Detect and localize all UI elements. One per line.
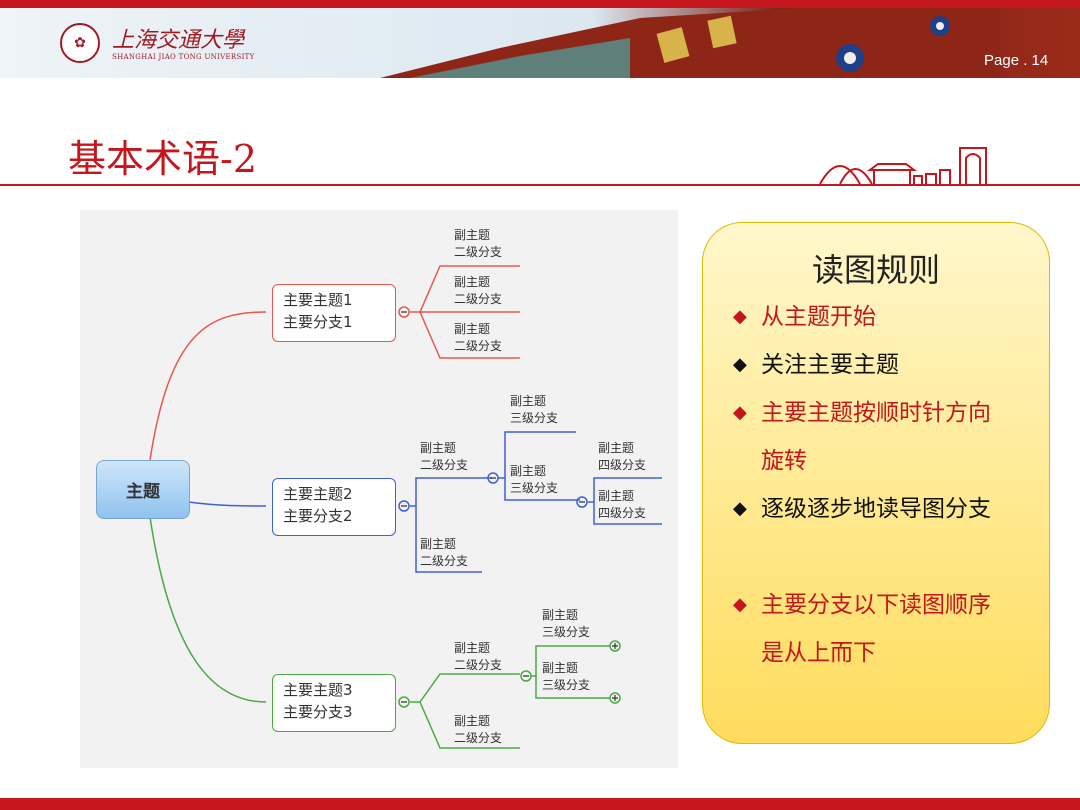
mindmap-diagram: 主题 主要主题1 主要分支1 主要主题2 主要分支2 主要主题3 主要分支3 副… xyxy=(80,210,678,768)
subtopic-node: 副主题 二级分支 xyxy=(454,641,503,672)
subtopic-node: 副主题 三级分支 xyxy=(510,394,559,425)
subtopic-node: 副主题 二级分支 xyxy=(420,441,469,472)
connectors-branch3 xyxy=(398,640,621,749)
connectors-branch1 xyxy=(398,265,520,359)
subtopic-node: 副主题 二级分支 xyxy=(454,228,503,259)
branch2-node: 主要主题2 主要分支2 xyxy=(272,478,396,536)
connector-root-branch1 xyxy=(149,311,267,461)
rule-item: ◆ 主要主题按顺时针方向旋转 xyxy=(733,389,1011,485)
top-accent-bar xyxy=(0,0,1080,8)
page-number: Page . 14 xyxy=(984,52,1049,69)
diamond-bullet-icon: ◆ xyxy=(733,354,747,375)
branch1-node: 主要主题1 主要分支1 xyxy=(272,284,396,342)
rule-item: ◆ 关注主要主题 xyxy=(733,341,1011,389)
campus-skyline-icon xyxy=(819,147,987,185)
diamond-bullet-icon: ◆ xyxy=(733,402,747,423)
subtopic-node: 副主题 四级分支 xyxy=(598,489,647,520)
root-topic-node: 主题 xyxy=(96,460,190,519)
rule-text: 主要主题按顺时针方向旋转 xyxy=(761,400,991,474)
slide-title: 基本术语-2 xyxy=(68,137,258,181)
rule-item: ◆ 逐级逐步地读导图分支 xyxy=(733,485,1011,533)
header-banner: ✿ 上海交通大學 SHANGHAI JIAO TONG UNIVERSITY P… xyxy=(0,8,1080,78)
university-name-cn: 上海交通大學 xyxy=(112,28,245,53)
university-name-en: SHANGHAI JIAO TONG UNIVERSITY xyxy=(112,53,255,61)
branch1-sub: 主要分支1 xyxy=(283,313,353,331)
diamond-bullet-icon: ◆ xyxy=(733,594,747,615)
connector-root-branch3 xyxy=(149,516,267,703)
title-underline xyxy=(0,184,1080,186)
university-seal-icon: ✿ xyxy=(60,23,100,63)
roof-decoration-image xyxy=(380,8,1000,78)
diamond-bullet-icon: ◆ xyxy=(733,498,747,519)
subtopic-node: 副主题 三级分支 xyxy=(542,661,591,692)
branch3-node: 主要主题3 主要分支3 xyxy=(272,674,396,732)
rules-title: 读图规则 xyxy=(811,251,940,289)
subtopic-node: 副主题 二级分支 xyxy=(420,537,469,568)
subtopic-node: 副主题 二级分支 xyxy=(454,714,503,745)
bottom-accent-bar xyxy=(0,798,1080,810)
mindmap-connectors xyxy=(149,265,662,749)
rule-item: ◆ 主要分支以下读图顺序是从上而下 xyxy=(733,581,1011,677)
branch2-name: 主要主题2 xyxy=(283,485,353,503)
subtopic-node: 副主题 四级分支 xyxy=(598,441,647,472)
branch1-name: 主要主题1 xyxy=(283,291,353,309)
branch3-sub: 主要分支3 xyxy=(283,703,353,721)
subtopic-node: 副主题 三级分支 xyxy=(542,608,591,639)
branch3-name: 主要主题3 xyxy=(283,681,353,699)
connectors-branch2 xyxy=(398,431,662,573)
subtopic-node: 副主题 二级分支 xyxy=(454,322,503,353)
rule-text: 主要分支以下读图顺序是从上而下 xyxy=(761,592,991,666)
rule-text: 逐级逐步地读导图分支 xyxy=(761,496,991,522)
rule-text: 从主题开始 xyxy=(761,304,876,330)
rule-text: 关注主要主题 xyxy=(761,352,899,378)
branch2-sub: 主要分支2 xyxy=(283,507,353,525)
collapse-expand-icons xyxy=(401,311,618,703)
rule-item: ◆ 从主题开始 xyxy=(733,293,1011,341)
diamond-bullet-icon: ◆ xyxy=(733,306,747,327)
reading-rules-panel: 读图规则 ◆ 从主题开始 ◆ 关注主要主题 ◆ 主要主题按顺时针方向旋转 ◆ 逐级逐步地… xyxy=(702,222,1050,744)
subtopic-node: 副主题 三级分支 xyxy=(510,464,559,495)
connector-root-branch2 xyxy=(187,501,267,507)
subtopic-node: 副主题 二级分支 xyxy=(454,275,503,306)
